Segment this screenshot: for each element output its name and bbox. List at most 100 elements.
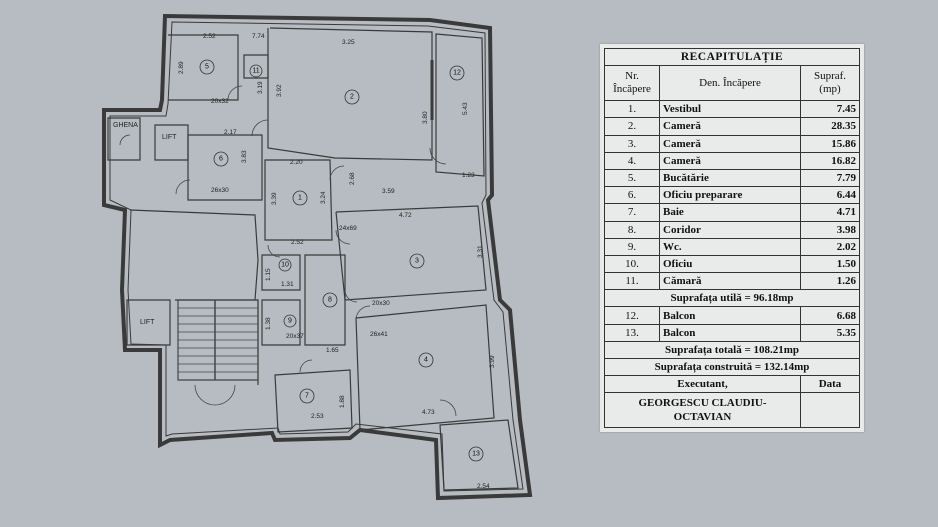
data-label: Data bbox=[800, 375, 860, 394]
svg-text:2.20: 2.20 bbox=[290, 159, 303, 166]
wall-room-6 bbox=[187, 134, 263, 201]
recap-sheet: RECAPITULAȚIE Nr. Încăpere Den. Încăpere… bbox=[600, 44, 864, 432]
table-row: 9.Wc.2.02 bbox=[604, 237, 860, 256]
wall-room-3 bbox=[335, 205, 487, 301]
svg-text:12: 12 bbox=[453, 70, 461, 77]
room-marker-13: 13 bbox=[468, 446, 484, 462]
svg-text:3.25: 3.25 bbox=[342, 39, 355, 46]
suprafata-construita: Suprafața construită = 132.14mp bbox=[604, 357, 860, 377]
svg-text:1: 1 bbox=[298, 195, 302, 202]
svg-text:11: 11 bbox=[252, 68, 259, 75]
svg-text:26x30: 26x30 bbox=[211, 187, 229, 194]
room-marker-2: 2 bbox=[344, 89, 360, 105]
svg-text:1.31: 1.31 bbox=[281, 281, 294, 288]
room-markers: 5 11 2 12 6 1 3 10 8 9 4 7 13 bbox=[199, 59, 484, 462]
svg-text:20x37: 20x37 bbox=[286, 333, 304, 340]
svg-text:2.52: 2.52 bbox=[203, 33, 216, 40]
outer-wall bbox=[102, 13, 533, 501]
ghena-label: GHENA bbox=[113, 122, 138, 129]
svg-text:3.83: 3.83 bbox=[241, 150, 248, 163]
recap-title: RECAPITULAȚIE bbox=[604, 47, 860, 67]
svg-text:4.73: 4.73 bbox=[422, 409, 435, 416]
svg-text:4: 4 bbox=[424, 357, 428, 364]
svg-text:1.23: 1.23 bbox=[462, 172, 475, 179]
header-nr: Nr. Încăpere bbox=[604, 65, 660, 102]
svg-text:6: 6 bbox=[219, 156, 223, 163]
executant-name-line-2: OCTAVIAN bbox=[673, 411, 732, 424]
svg-text:3.99: 3.99 bbox=[489, 355, 496, 368]
svg-text:3: 3 bbox=[415, 258, 419, 265]
room-marker-3: 3 bbox=[409, 253, 425, 269]
svg-text:2.68: 2.68 bbox=[349, 172, 356, 185]
suprafata-totala: Suprafața totală = 108.21mp bbox=[604, 340, 860, 360]
svg-text:3.59: 3.59 bbox=[382, 188, 395, 195]
room-marker-5: 5 bbox=[199, 59, 215, 75]
wall-room-8 bbox=[304, 254, 346, 346]
svg-text:5: 5 bbox=[205, 64, 209, 71]
svg-text:1.65: 1.65 bbox=[326, 347, 339, 354]
svg-text:1.38: 1.38 bbox=[265, 317, 272, 330]
header-den: Den. Încăpere bbox=[659, 65, 801, 102]
wall-room-5 bbox=[168, 34, 239, 101]
svg-text:20x32: 20x32 bbox=[211, 98, 229, 105]
svg-text:2: 2 bbox=[350, 94, 354, 101]
svg-text:20x30: 20x30 bbox=[372, 300, 390, 307]
svg-text:1.15: 1.15 bbox=[265, 268, 272, 281]
svg-text:2.54: 2.54 bbox=[477, 483, 490, 490]
svg-text:2.89: 2.89 bbox=[178, 61, 185, 74]
wall-room-4 bbox=[355, 304, 495, 431]
floor-plan: 5 11 2 12 6 1 3 10 8 9 4 7 13 GHENA LIFT… bbox=[102, 13, 533, 501]
svg-text:3.24: 3.24 bbox=[320, 191, 327, 204]
room-marker-4: 4 bbox=[418, 352, 434, 368]
svg-text:5.43: 5.43 bbox=[462, 102, 469, 115]
svg-text:2.17: 2.17 bbox=[224, 129, 237, 136]
svg-text:3.31: 3.31 bbox=[477, 245, 484, 258]
svg-text:26x41: 26x41 bbox=[370, 331, 388, 338]
suprafata-utila: Suprafața utilă = 96.18mp bbox=[604, 289, 860, 308]
room-marker-9: 9 bbox=[283, 314, 297, 328]
lift-label-top: LIFT bbox=[162, 134, 177, 141]
svg-text:24x69: 24x69 bbox=[339, 225, 357, 232]
svg-text:8: 8 bbox=[328, 297, 332, 304]
staircase bbox=[177, 299, 259, 406]
executant-label: Executant, bbox=[604, 375, 801, 394]
executant-name-line-1: GEORGESCU CLAUDIU- bbox=[638, 397, 767, 410]
wall-room-2 bbox=[267, 27, 433, 161]
svg-text:7.74: 7.74 bbox=[252, 33, 265, 40]
executant-name: GEORGESCU CLAUDIU- OCTAVIAN bbox=[604, 392, 801, 429]
room-marker-11: 11 bbox=[249, 64, 263, 78]
room-marker-10: 10 bbox=[278, 258, 292, 272]
lift-label-bottom: LIFT bbox=[140, 319, 155, 326]
header-supraf: Supraf. (mp) bbox=[800, 65, 860, 102]
svg-text:2.53: 2.53 bbox=[311, 413, 324, 420]
dimensions: 2.52 3.25 5.43 3.92 3.80 20x32 2.17 3.83… bbox=[178, 33, 496, 490]
svg-text:3.80: 3.80 bbox=[422, 111, 429, 124]
room-marker-12: 12 bbox=[449, 65, 465, 81]
svg-text:3.92: 3.92 bbox=[276, 84, 283, 97]
wall-room-7 bbox=[274, 369, 353, 433]
svg-text:7: 7 bbox=[305, 393, 309, 400]
recap-table: RECAPITULAȚIE Nr. Încăpere Den. Încăpere… bbox=[604, 47, 860, 429]
svg-text:3.39: 3.39 bbox=[271, 192, 278, 205]
wall-room-1 bbox=[264, 159, 333, 241]
svg-text:3.19: 3.19 bbox=[257, 81, 264, 94]
svg-text:1.88: 1.88 bbox=[339, 395, 346, 408]
room-marker-7: 7 bbox=[299, 388, 315, 404]
data-cell bbox=[800, 392, 860, 429]
svg-text:9: 9 bbox=[288, 318, 292, 325]
room-marker-1: 1 bbox=[292, 190, 308, 206]
svg-text:2.52: 2.52 bbox=[291, 239, 304, 246]
svg-text:13: 13 bbox=[472, 451, 480, 458]
